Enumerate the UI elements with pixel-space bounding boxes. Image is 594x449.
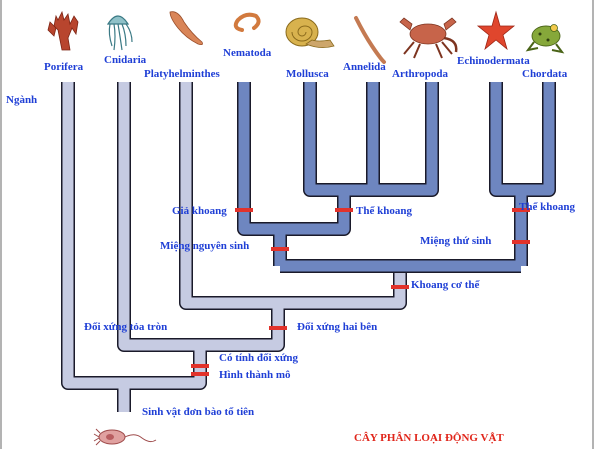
flatworm-icon (170, 12, 203, 45)
trait-label-pseudocoelom: Giả khoang (172, 205, 227, 217)
phylum-label-nematoda: Nematoda (223, 47, 272, 59)
trait-label-coelom-protostome: Thể khoang (356, 205, 412, 217)
trait-label-deuterostome: Miệng thứ sinh (420, 235, 491, 247)
root-label: Ngành (6, 94, 37, 106)
marker-symmetry (191, 364, 209, 368)
phylum-label-chordata: Chordata (522, 68, 568, 80)
phylum-label-platyhelminthes: Platyhelminthes (144, 68, 220, 80)
diagram-title: CÂY PHÂN LOẠI ĐỘNG VẬT (354, 431, 504, 444)
crab-icon (400, 18, 456, 58)
jellyfish-icon (108, 16, 132, 50)
trait-label-radial: Đối xứng tỏa tròn (84, 321, 167, 333)
trait-label-tissues: Hình thành mô (219, 369, 291, 381)
trait-label-ancestor: Sinh vật đơn bào tổ tiên (142, 406, 254, 418)
trait-label-body-cavity: Khoang cơ thể (411, 279, 481, 291)
dark-branches (244, 82, 549, 266)
snail-shell-icon (286, 18, 334, 48)
trait-label-coelom-deuterostome: Thể khoang (519, 201, 575, 213)
marker-deuterostome (512, 240, 530, 244)
starfish-icon (478, 12, 514, 49)
phylum-label-arthropoda: Arthropoda (392, 68, 449, 80)
trait-label-bilateral: Đối xứng hai bên (297, 321, 377, 333)
marker-tissues (191, 372, 209, 376)
sponge-icon (48, 12, 78, 50)
marker-bilateral (269, 326, 287, 330)
roundworm-icon (236, 15, 259, 30)
phylum-label-echinodermata: Echinodermata (457, 55, 530, 67)
trait-label-protostome: Miệng nguyên sinh (160, 240, 249, 252)
marker-body-cavity (391, 285, 409, 289)
phylum-label-mollusca: Mollusca (286, 68, 329, 80)
marker-protostome (271, 247, 289, 251)
phylum-label-porifera: Porifera (44, 61, 84, 73)
marker-coelom-protostome (335, 208, 353, 212)
marker-pseudocoelom (235, 208, 253, 212)
frog-icon (528, 25, 562, 53)
phylum-label-annelida: Annelida (343, 61, 386, 73)
dark-branches-outline (244, 82, 549, 266)
protist-icon (94, 429, 156, 445)
phylum-label-cnidaria: Cnidaria (104, 54, 147, 66)
trait-label-symmetry: Có tính đối xứng (219, 352, 299, 364)
earthworm-icon (356, 18, 384, 62)
